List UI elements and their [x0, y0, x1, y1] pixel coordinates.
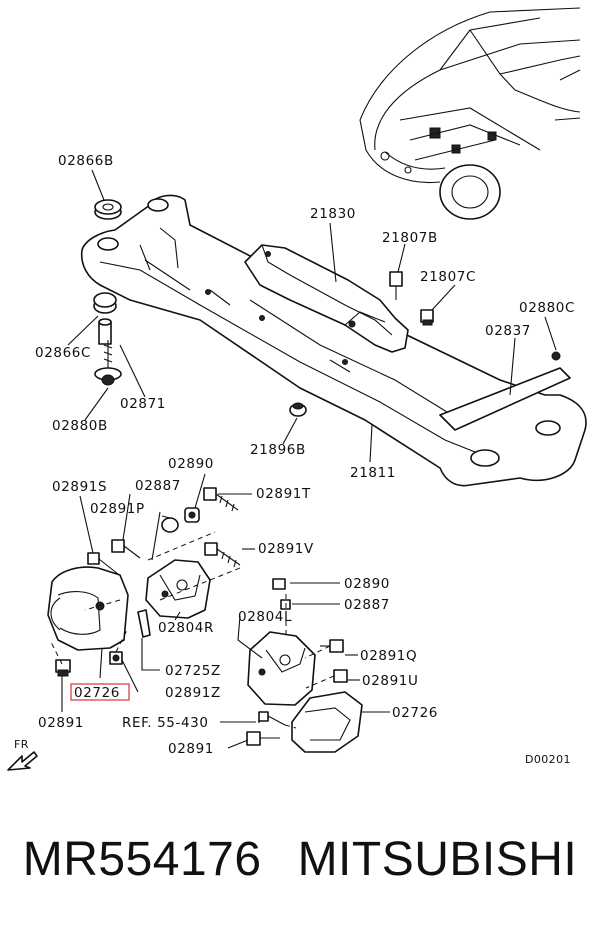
label-02837[interactable]: 02837: [485, 323, 531, 339]
insulator-02726-right: [291, 691, 363, 753]
bolt-02891P: [111, 539, 141, 559]
bar-02837: [439, 351, 571, 431]
bracket-02725Z: [137, 609, 151, 638]
label-02890-b[interactable]: 02890: [344, 576, 390, 592]
label-front: FR: [14, 738, 29, 751]
label-02891P[interactable]: 02891P: [90, 501, 145, 517]
nut-02890-a: [184, 507, 200, 523]
label-21896B[interactable]: 21896B: [250, 442, 306, 458]
label-02871[interactable]: 02871: [120, 396, 166, 412]
front-arrow-icon: [7, 751, 38, 771]
bolt-02880B: [94, 340, 122, 386]
brand-name: MITSUBISHI: [297, 833, 578, 886]
label-21807B[interactable]: 21807B: [382, 230, 438, 246]
nut-21807C: [420, 309, 434, 326]
label-21811[interactable]: 21811: [350, 465, 396, 481]
label-02725Z[interactable]: 02725Z: [165, 663, 221, 679]
diagram-code: D00201: [525, 753, 571, 766]
label-02891Q[interactable]: 02891Q: [360, 648, 417, 664]
assembly-line-2: [284, 594, 335, 729]
bolt-02891Q: [320, 639, 344, 653]
label-02891-b[interactable]: 02891: [168, 741, 214, 757]
bolt-ref-55-430: [258, 711, 286, 726]
bolt-02891Z: [109, 651, 123, 665]
bushing-02866C: [93, 292, 117, 314]
label-02866C[interactable]: 02866C: [35, 345, 91, 361]
label-02804L[interactable]: 02804L: [238, 609, 292, 625]
label-ref-55-430[interactable]: REF. 55-430: [122, 715, 209, 731]
bushing-02866B: [94, 199, 122, 220]
collar-02871: [98, 318, 112, 345]
insulator-02726-left: [47, 566, 129, 651]
bolt-02891T: [203, 487, 239, 512]
label-02891-a[interactable]: 02891: [38, 715, 84, 731]
label-02887-a[interactable]: 02887: [135, 478, 181, 494]
part-number: MR554176: [22, 833, 262, 886]
vehicle-outline: [359, 7, 581, 220]
bolt-02891V: [204, 542, 241, 568]
label-02880C[interactable]: 02880C: [519, 300, 575, 316]
label-02891U[interactable]: 02891U: [362, 673, 418, 689]
label-21830[interactable]: 21830: [310, 206, 356, 222]
bolt-02891-left: [55, 659, 71, 677]
label-02891S[interactable]: 02891S: [52, 479, 107, 495]
label-02726-highlighted[interactable]: 02726: [74, 685, 120, 701]
leader-lines: [61, 169, 557, 749]
label-02891T[interactable]: 02891T: [256, 486, 311, 502]
bolt-02891U: [333, 669, 348, 683]
bracket-02804R: [145, 559, 211, 619]
highlight-box: [70, 683, 130, 701]
crossmember-21811: [80, 194, 587, 487]
bracket-02804L: [247, 631, 316, 706]
label-02891Z[interactable]: 02891Z: [165, 685, 221, 701]
bolt-21807B: [389, 271, 403, 300]
bolt-02891S: [87, 552, 119, 575]
label-02890-a[interactable]: 02890: [168, 456, 214, 472]
label-02726-b[interactable]: 02726: [392, 705, 438, 721]
caption: MR554176 MITSUBISHI: [0, 832, 600, 887]
label-02804R[interactable]: 02804R: [158, 620, 214, 636]
label-02880B[interactable]: 02880B: [52, 418, 108, 434]
nut-02887-a: [161, 517, 179, 533]
nut-21896B: [289, 402, 307, 417]
part-labels: 02866B 02866C 02880B 02871 21830 21807B …: [14, 153, 575, 766]
label-02887-b[interactable]: 02887: [344, 597, 390, 613]
bolt-02891-right: [246, 731, 280, 746]
label-02891V[interactable]: 02891V: [258, 541, 314, 557]
label-21807C[interactable]: 21807C: [420, 269, 476, 285]
label-02866B[interactable]: 02866B: [58, 153, 114, 169]
nut-02890-b: [272, 578, 286, 590]
bracket-21830: [244, 244, 409, 353]
assembly-line-1: [49, 531, 241, 665]
